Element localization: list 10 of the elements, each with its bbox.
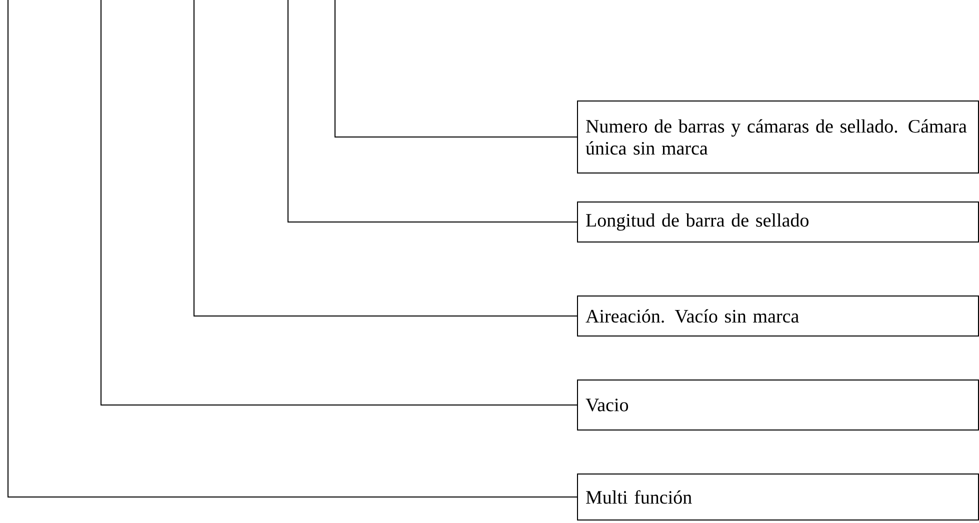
leader-line: [194, 0, 578, 316]
leader-line: [288, 0, 578, 222]
label-box: Multi función: [577, 474, 979, 520]
leader-line: [100, 0, 578, 406]
leader-line: [8, 0, 578, 498]
label-box: Vacio: [577, 380, 979, 430]
leader-line: [334, 0, 578, 138]
label-box: Numero de barras y cámaras de sellado. Cámara única sin marca: [577, 100, 979, 174]
label-box: Aireación. Vacío sin marca: [577, 296, 979, 336]
label-box: Longitud de barra de sellado: [577, 202, 979, 242]
